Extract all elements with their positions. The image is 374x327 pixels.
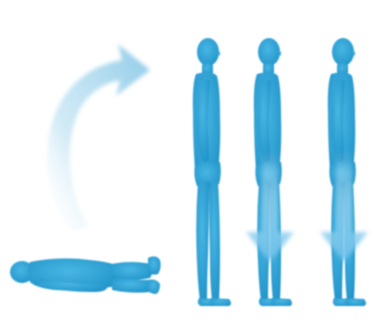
standing-figure-1-icon [193,38,231,306]
down-arrow-1-icon [246,150,294,262]
lying-figure-icon [10,256,161,294]
curved-arrow-icon [47,44,150,232]
down-arrow-2-icon [320,150,368,262]
